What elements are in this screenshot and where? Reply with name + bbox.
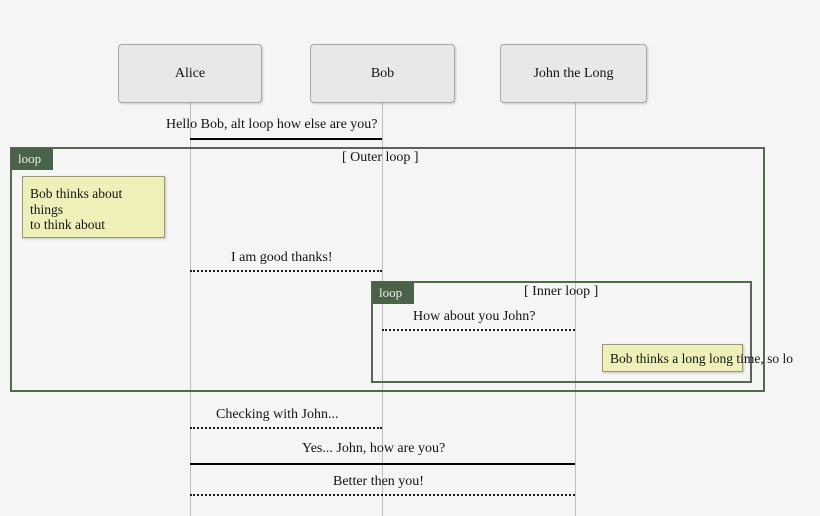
- note-bob-thinks[interactable]: [22, 176, 165, 238]
- message-label-checking-with-john: Checking with John...: [216, 407, 339, 422]
- fragment-inner-loop[interactable]: loop: [371, 281, 752, 383]
- message-label-hello-bob: Hello Bob, alt loop how else are you?: [166, 117, 378, 132]
- lifeline-alice: [190, 103, 191, 516]
- fragment-operator-tab: loop: [11, 148, 54, 170]
- message-line-better-then-you[interactable]: [190, 494, 575, 496]
- participant-alice[interactable]: Alice: [118, 44, 262, 103]
- fragment-guard-outer-loop: [ Outer loop ]: [342, 150, 419, 165]
- message-line-how-about-you-john[interactable]: [382, 329, 575, 331]
- fragment-guard-inner-loop: [ Inner loop ]: [524, 284, 599, 299]
- lifeline-bob: [382, 103, 383, 516]
- participant-label: John the Long: [533, 65, 614, 81]
- message-line-i-am-good-thanks[interactable]: [190, 270, 382, 272]
- participant-john-the-long[interactable]: John the Long: [500, 44, 647, 103]
- fragment-outer-loop[interactable]: loop: [10, 147, 765, 392]
- message-line-hello-bob[interactable]: [190, 138, 382, 140]
- note-text-bob-long-time: Bob thinks a long long time, so lo: [610, 351, 794, 366]
- note-text-bob-thinks: Bob thinks about things to think about: [30, 186, 123, 232]
- note-bob-long-time[interactable]: [602, 344, 743, 372]
- message-line-checking-with-john[interactable]: [190, 427, 382, 429]
- message-label-how-about-you-john: How about you John?: [413, 309, 536, 324]
- message-label-i-am-good-thanks: I am good thanks!: [231, 250, 333, 265]
- fragment-operator-tab: loop: [372, 282, 415, 304]
- participant-label: Bob: [370, 65, 395, 81]
- participant-label: Alice: [174, 65, 206, 81]
- lifeline-john-the-long: [575, 103, 576, 516]
- message-line-yes-john-how-are-you[interactable]: [190, 463, 575, 465]
- message-label-better-then-you: Better then you!: [333, 474, 424, 489]
- message-label-yes-john-how-are-you: Yes... John, how are you?: [302, 441, 446, 456]
- participant-bob[interactable]: Bob: [310, 44, 455, 103]
